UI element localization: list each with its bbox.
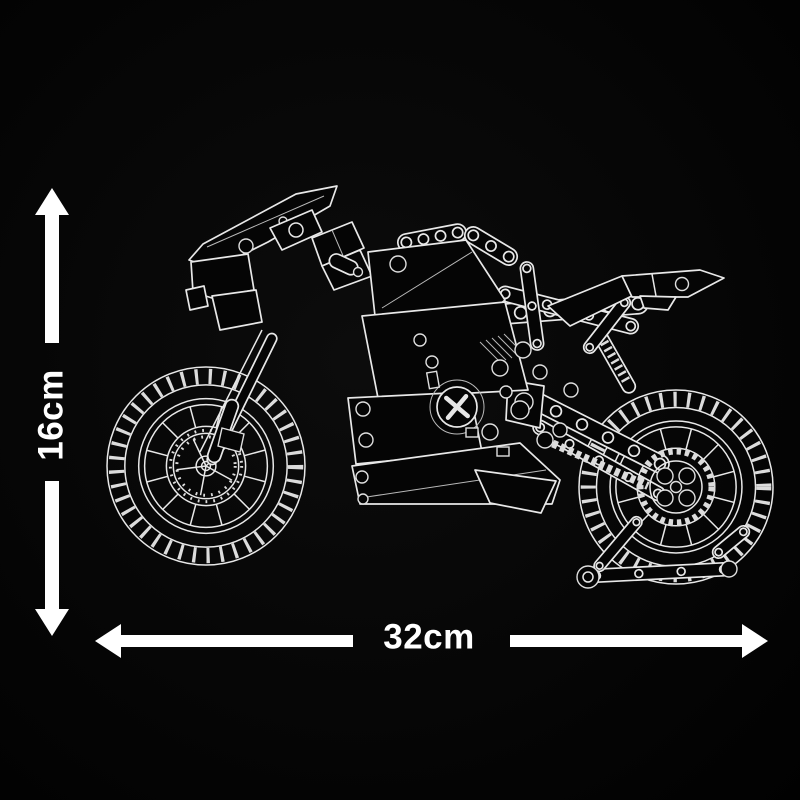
rear-stand-detail: [576, 560, 738, 589]
vertical-dimension-arrow: [35, 188, 69, 636]
brake-caliper: [217, 427, 245, 453]
motorcycle-line-art: [106, 185, 774, 589]
arrow-right-icon: [742, 624, 768, 658]
front-wheel: [106, 366, 306, 566]
width-dimension-label: 32cm: [383, 618, 475, 657]
arrow-up-icon: [35, 188, 69, 215]
arrow-down-icon: [35, 609, 69, 636]
engine-details: [355, 333, 579, 505]
height-dimension-label: 16cm: [32, 369, 71, 461]
seat-tail: [547, 269, 725, 327]
front-fairing: [185, 185, 373, 331]
mid-fairing-panel: [361, 301, 529, 399]
arrow-left-icon: [95, 624, 121, 658]
rear-stand: [589, 515, 751, 584]
horizontal-dimension-arrow: [95, 624, 768, 658]
body-panels: [347, 239, 561, 514]
